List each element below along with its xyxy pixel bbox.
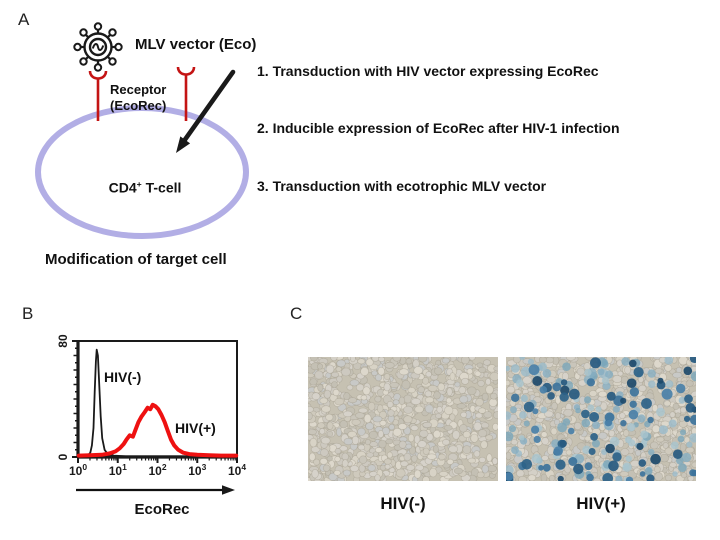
panel-a-caption: Modification of target cell xyxy=(45,251,227,268)
tcell-label-sup: + xyxy=(136,179,142,189)
x-axis-arrow xyxy=(76,485,235,495)
virus-spikes xyxy=(73,22,123,72)
virus-genome-wave xyxy=(91,43,105,51)
protocol-step-2: 2. Inducible expression of EcoRec after … xyxy=(257,120,620,136)
panel-a-diagram xyxy=(35,22,249,239)
svg-text:80: 80 xyxy=(56,334,70,348)
protocol-step-1: 1. Transduction with HIV vector expressi… xyxy=(257,63,599,79)
receptor-icon-left xyxy=(88,70,108,121)
receptor-label-line1: Receptor xyxy=(110,82,167,97)
virus-core-circle xyxy=(88,37,108,57)
tcell-label: CD4+ T-cell xyxy=(95,179,195,196)
virus-icon xyxy=(73,22,123,72)
svg-text:0: 0 xyxy=(56,453,70,460)
hist-negative-label: HIV(-) xyxy=(104,369,141,385)
micrograph-negative-label: HIV(-) xyxy=(380,494,426,513)
svg-text:100: 100 xyxy=(69,462,87,478)
svg-text:104: 104 xyxy=(228,462,246,478)
svg-text:103: 103 xyxy=(188,462,206,478)
receptor-label: Receptor (EcoRec) xyxy=(110,82,166,114)
svg-text:102: 102 xyxy=(148,462,166,478)
tcell-label-base: CD4 xyxy=(108,179,137,196)
receptor-icon-right xyxy=(176,66,196,121)
panel-a-label: A xyxy=(18,10,30,29)
virus-label: MLV vector (Eco) xyxy=(135,36,257,53)
receptor-label-line2: (EcoRec) xyxy=(110,98,167,113)
panel-c-label: C xyxy=(290,304,303,323)
micrograph-hiv-positive xyxy=(506,357,696,481)
tcell-membrane xyxy=(35,105,249,239)
micrograph-positive-label: HIV(+) xyxy=(576,494,626,513)
protocol-step-3: 3. Transduction with ecotrophic MLV vect… xyxy=(257,178,547,194)
transduction-arrow xyxy=(176,69,236,153)
micrograph-hiv-negative xyxy=(308,357,498,481)
tcell-label-rest: T-cell xyxy=(141,179,182,196)
svg-text:101: 101 xyxy=(109,462,127,478)
panel-b-label: B xyxy=(22,304,34,323)
hist-positive-label: HIV(+) xyxy=(175,420,216,436)
flow-histogram: 0 80 100 101 102 103 104 HIV(-) HIV(+) EcoRec xyxy=(56,334,246,518)
x-axis-title: EcoRec xyxy=(134,501,189,518)
flow-plot-dynamic: 0 80 100 101 102 103 104 xyxy=(56,334,246,478)
